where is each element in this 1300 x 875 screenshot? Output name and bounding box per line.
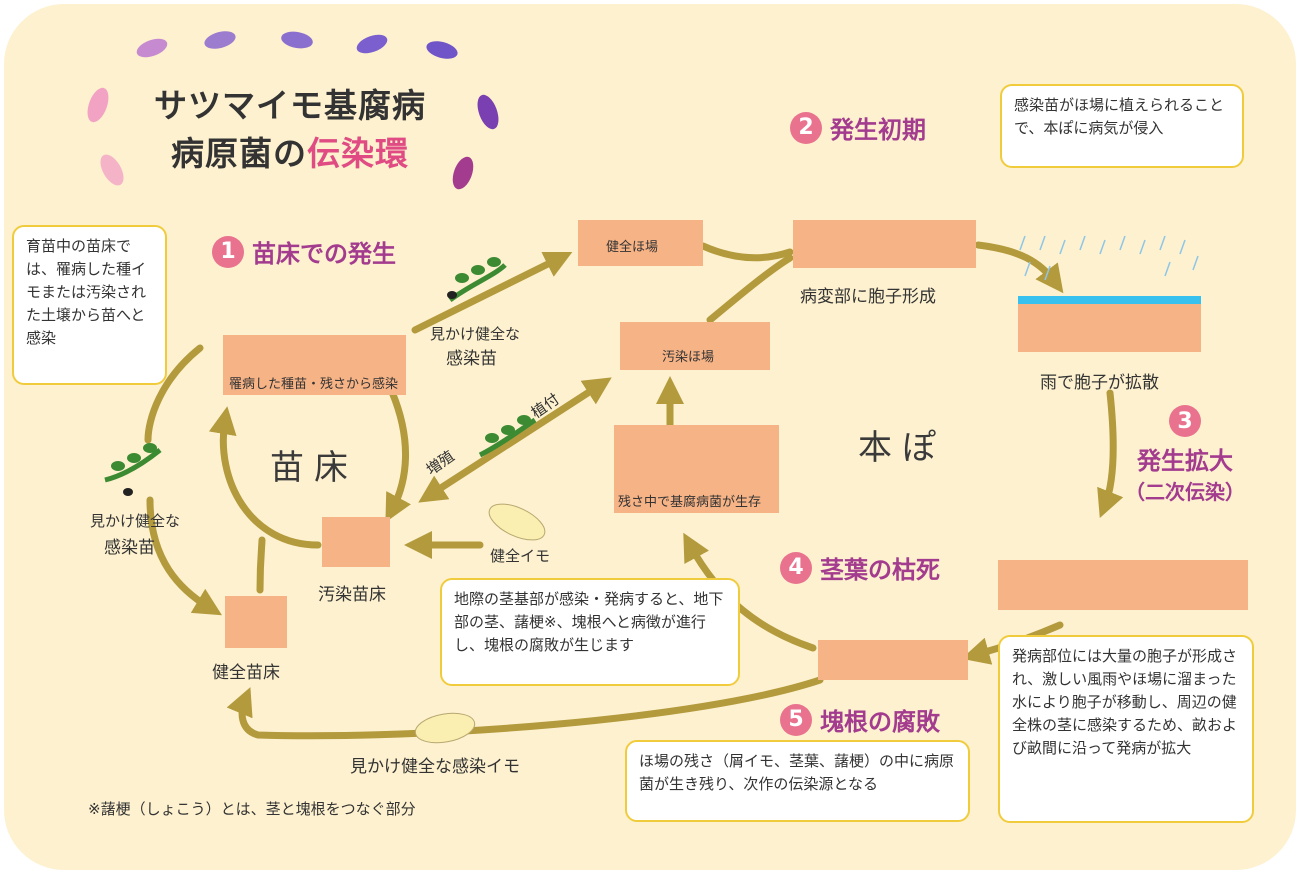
infected-potato-icon bbox=[414, 712, 476, 744]
callout-nursery: 育苗中の苗床では、罹病した種イモまたは汚染された土壌から苗へと感染 bbox=[12, 225, 167, 385]
spread-field bbox=[998, 560, 1248, 610]
rain-spread-label: 雨で胞子が拡散 bbox=[1040, 373, 1159, 393]
wilt-field bbox=[818, 640, 968, 680]
step-3: 3 発生拡大 （二次伝染） bbox=[1120, 405, 1250, 505]
area-field: 本ぽ bbox=[858, 428, 946, 468]
step-1-number: 1 bbox=[212, 235, 244, 268]
contaminated-field: 汚染ほ場 bbox=[620, 322, 770, 370]
step-1: 1 苗床での発生 bbox=[212, 234, 396, 269]
title-highlight: 伝染環 bbox=[307, 134, 409, 173]
apparent-seedling-left-2: 感染苗 bbox=[104, 538, 155, 558]
rain-field bbox=[1018, 300, 1201, 352]
water-layer bbox=[1018, 296, 1201, 304]
step-4: 4 茎葉の枯死 bbox=[780, 550, 940, 585]
contaminated-bed bbox=[322, 517, 390, 567]
residue-field: 残さ中で基腐病菌が生存 bbox=[614, 425, 779, 513]
healthy-bed-label: 健全苗床 bbox=[212, 663, 280, 683]
step-4-title: 茎葉の枯死 bbox=[820, 556, 940, 584]
step-5: 5 塊根の腐敗 bbox=[780, 702, 940, 737]
healthy-bed bbox=[225, 596, 287, 648]
callout-spread: 発病部位には大量の胞子が形成され、激しい風雨やほ場に溜まった水により胞子が移動し… bbox=[998, 635, 1254, 823]
step-5-title: 塊根の腐敗 bbox=[820, 708, 940, 736]
apparent-seedling-right-2: 感染苗 bbox=[446, 349, 497, 369]
step-3-subtitle: （二次伝染） bbox=[1125, 480, 1245, 504]
nursery-soil: 罹病した種苗・残さから感染 bbox=[223, 335, 406, 395]
title-line2: 病原菌の伝染環 bbox=[130, 130, 450, 178]
title-line2-prefix: 病原菌の bbox=[171, 134, 307, 173]
step-2: 2 発生初期 bbox=[790, 110, 926, 145]
footnote: ※藷梗（しょこう）とは、茎と塊根をつなぐ部分 bbox=[88, 800, 416, 818]
seedling-bundle bbox=[447, 257, 507, 303]
apparent-potato-label: 見かけ健全な感染イモ bbox=[350, 757, 520, 777]
callout-early: 感染苗がほ場に植えられることで、本ぽに病気が侵入 bbox=[1000, 84, 1244, 168]
rain-lines bbox=[1019, 235, 1199, 281]
residue-label: 残さ中で基腐病菌が生存 bbox=[618, 495, 762, 510]
healthy-potato-label: 健全イモ bbox=[490, 547, 551, 565]
title-line1: サツマイモ基腐病 bbox=[154, 86, 426, 125]
step-2-title: 発生初期 bbox=[830, 116, 926, 144]
step-3-number: 3 bbox=[1169, 405, 1201, 437]
nursery-soil-label: 罹病した種苗・残さから感染 bbox=[229, 377, 399, 392]
spore-formation-label: 病変部に胞子形成 bbox=[800, 287, 936, 307]
step-3-title: 発生拡大 bbox=[1137, 447, 1233, 475]
decor-leaves bbox=[87, 31, 499, 190]
apparent-seedling-left-1: 見かけ健全な bbox=[90, 512, 181, 530]
contaminated-bed-label: 汚染苗床 bbox=[318, 585, 386, 605]
healthy-potato-icon bbox=[488, 503, 546, 541]
healthy-field: 健全ほ場 bbox=[578, 220, 703, 266]
seedling-bundle bbox=[104, 443, 162, 496]
area-nursery: 苗床 bbox=[270, 448, 358, 488]
callout-wilt: 地際の茎基部が感染・発病すると、地下部の茎、藷梗※、塊根へと病徴が進行し、塊根の… bbox=[440, 578, 740, 686]
callout-rot: ほ場の残さ（屑イモ、茎葉、藷梗）の中に病原菌が生き残り、次作の伝染源となる bbox=[625, 740, 970, 822]
apparent-seedling-right-1: 見かけ健全な bbox=[430, 325, 521, 343]
step-1-title: 苗床での発生 bbox=[252, 240, 396, 268]
step-5-number: 5 bbox=[780, 703, 812, 736]
step-4-number: 4 bbox=[780, 551, 812, 584]
early-field bbox=[793, 220, 976, 268]
step-2-number: 2 bbox=[790, 111, 822, 144]
page-title: サツマイモ基腐病 病原菌の伝染環 bbox=[130, 82, 450, 178]
contaminated-field-label: 汚染ほ場 bbox=[662, 350, 715, 365]
seedling-bundle bbox=[478, 415, 537, 458]
healthy-field-label: 健全ほ場 bbox=[606, 240, 659, 255]
